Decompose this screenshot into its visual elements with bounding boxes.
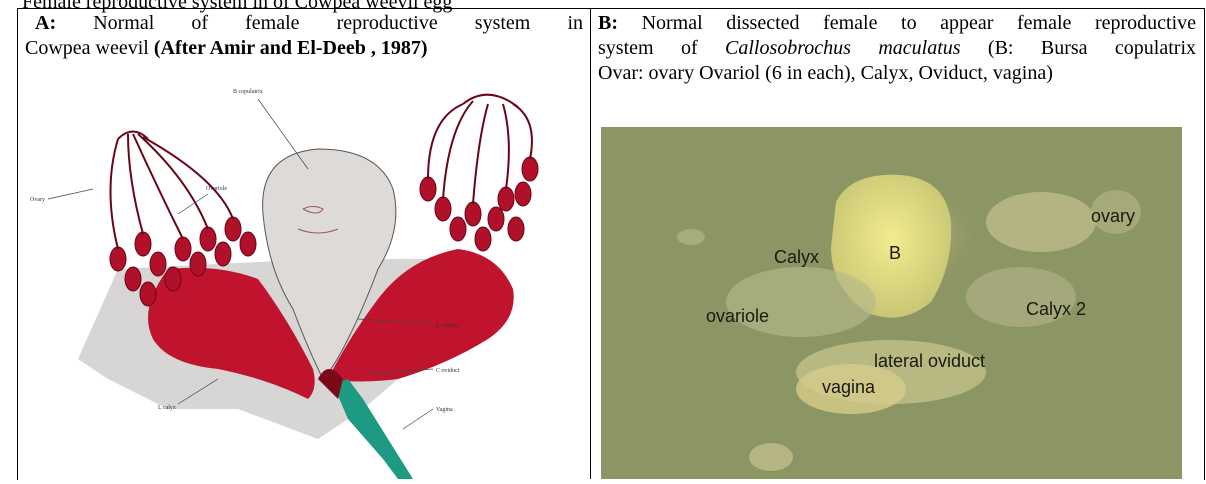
- panel-a-caption-text2: Cowpea weevil: [25, 37, 154, 59]
- panel-b-caption-text2a: system of: [598, 37, 725, 59]
- photo-right-ovary: [986, 192, 1096, 252]
- panel-b-caption-text2b: (B: Bursa copulatrix: [961, 37, 1196, 59]
- photo-label-b: B: [889, 243, 901, 263]
- species-name: Callosobrochus maculatus: [725, 37, 961, 59]
- panel-b-caption-text1: Normal dissected female to appear female…: [642, 12, 1196, 34]
- photo-label-lateral-oviduct: lateral oviduct: [874, 351, 985, 371]
- panel-a-caption-line2: Cowpea weevil (After Amir and El-Deeb , …: [25, 37, 428, 59]
- photo-svg: ovary Calyx B Calyx 2 ovariole lateral o…: [601, 127, 1182, 479]
- label-ovary: Ovary: [30, 197, 45, 203]
- label-l-calyx: L calyx: [158, 405, 176, 411]
- panel-b-lead: B:: [598, 12, 618, 34]
- photo-debris: [749, 443, 793, 471]
- photo-label-ovary: ovary: [1091, 206, 1135, 226]
- label-vagina: Vagina: [436, 407, 453, 413]
- label-b-copulatrix: B copulatrix: [233, 89, 263, 95]
- panel-a-caption-text1: Normal of female reproductive system in: [93, 12, 583, 34]
- panel-a: A: Normal of female reproductive system …: [18, 9, 590, 479]
- photo-label-calyx: Calyx: [774, 247, 819, 267]
- right-ovarioles: [420, 157, 538, 251]
- label-l-oviduct: L oviduct: [436, 323, 459, 329]
- panel-a-citation: (After Amir and El-Deeb , 1987): [154, 37, 428, 59]
- panel-a-caption: A: Normal of female reproductive system …: [25, 11, 583, 61]
- photo-spot: [677, 229, 705, 245]
- reproductive-system-diagram: B copulatrix Ovary Ovariole L oviduct C …: [18, 79, 590, 479]
- photo-label-calyx2: Calyx 2: [1026, 299, 1086, 319]
- diagram-svg: B copulatrix Ovary Ovariole L oviduct C …: [18, 79, 590, 479]
- photo-label-ovariole: ovariole: [706, 306, 769, 326]
- panel-b-caption: B: Normal dissected female to appear fem…: [598, 11, 1196, 86]
- panel-b: B: Normal dissected female to appear fem…: [591, 9, 1202, 479]
- panel-a-caption-line1: A: Normal of female reproductive system …: [25, 11, 583, 36]
- panel-b-caption-line3: Ovar: ovary Ovariol (6 in each), Calyx, …: [598, 61, 1196, 86]
- photo-label-vagina: vagina: [822, 377, 876, 397]
- panel-b-caption-line1: B: Normal dissected female to appear fem…: [598, 11, 1196, 36]
- panel-a-lead: A:: [35, 12, 56, 34]
- photo-ovariole-region: [726, 267, 876, 337]
- label-ovariole: Ovariole: [206, 186, 227, 192]
- label-c-oviduct: C oviduct: [436, 368, 460, 374]
- dissection-photo: ovary Calyx B Calyx 2 ovariole lateral o…: [601, 127, 1182, 479]
- panel-b-caption-line2: system of Callosobrochus maculatus (B: B…: [598, 36, 1196, 61]
